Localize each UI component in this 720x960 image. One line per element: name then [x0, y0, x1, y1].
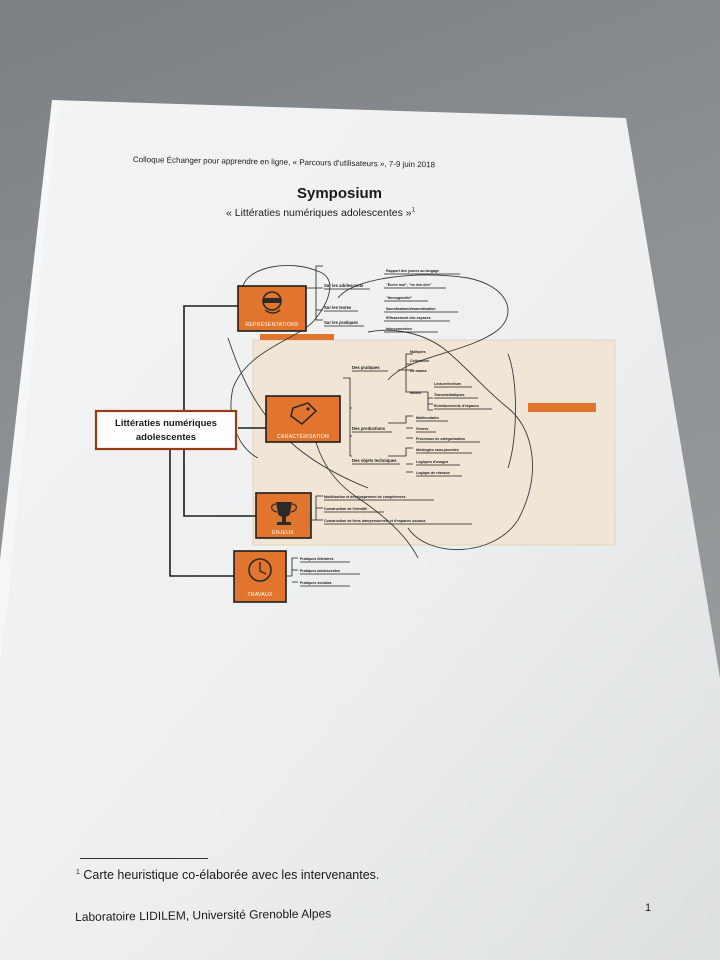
center-label-line2: adolescentes	[136, 432, 196, 443]
leaf-pratiques-adolescentes: Pratiques adolescentes	[300, 569, 340, 573]
category-label-caracterisation: CARACTÉRISATION	[277, 433, 329, 440]
leaf-ecrire-mal: "Écrire mal", "ne rien dire"	[386, 282, 432, 287]
category-label-travaux: TRAVAUX	[247, 592, 272, 598]
category-caracterisation: CARACTÉRISATION	[265, 395, 341, 443]
leaf-multiples: Multiples	[410, 350, 426, 354]
leaf-mixtes: Mixtes	[410, 391, 421, 395]
leaf-mobilisation: Mobilisation et développement de compéte…	[324, 495, 406, 499]
leaf-interconnexion: Interconnexion	[386, 327, 412, 331]
footnote-text: Carte heuristique co-élaborée avec les i…	[83, 868, 380, 882]
category-box	[265, 395, 341, 443]
page-subtitle: « Littératies numériques adolescentes »1	[226, 207, 415, 219]
category-label-enjeux: ENJEUX	[272, 530, 294, 536]
leaf-underlines	[300, 273, 492, 587]
leaf-logiques-usages: Logiques d'usages	[416, 460, 448, 464]
center-box	[94, 409, 238, 451]
leaf-multimodales: Multimodales	[416, 416, 439, 420]
footnote-rule	[80, 858, 208, 859]
branch-sur-pratiques: Sur les pratiques	[324, 320, 359, 325]
trophy-icon	[271, 502, 297, 525]
branch-sur-textes: Sur les textes	[324, 305, 352, 310]
branch-des-productions: Des productions	[352, 426, 386, 431]
subtitle-text: « Littératies numériques adolescentes »	[226, 207, 412, 219]
panel-tag	[260, 334, 334, 340]
leaf-homogeneite: "Homogénéité"	[386, 296, 412, 300]
center-label-line1: Littératies numériques	[115, 418, 217, 429]
center-node: Littératies numériques adolescentes	[94, 409, 238, 451]
leaf-sacralisation: Sacralisation/désacralisation	[386, 307, 436, 311]
category-travaux: TRAVAUX	[233, 550, 287, 603]
leaf-pratiques-litteraires: Pratiques littéraires	[300, 557, 334, 561]
clock-icon	[248, 558, 272, 582]
tag-icon	[290, 402, 318, 426]
leaf-ideologies: Idéologies sous-jacentes	[416, 448, 459, 452]
mind-map: REPRÉSENTATIONS CARACTÉRISATION ENJEUX	[94, 264, 616, 603]
leaf-transmediatiques: Transmédiatiques	[434, 393, 465, 397]
branch-sur-adolescents: Sur les adolescents	[324, 283, 364, 288]
page-title: Symposium	[297, 185, 383, 202]
leaf-genres: Genres	[416, 427, 428, 431]
leaf-entrelacements: Entrelacements d'espaces	[434, 404, 479, 408]
category-enjeux: ENJEUX	[255, 492, 312, 539]
sub-connectors	[286, 265, 433, 583]
leaf-construction-identite: Construction de l'identité	[324, 507, 367, 511]
leaf-processus: Processus de catégorisation	[416, 437, 465, 441]
leaf-lecture-ecriture: Lecture/écriture	[434, 382, 461, 386]
category-representations: REPRÉSENTATIONS	[237, 285, 307, 332]
page-number: 1	[645, 902, 652, 914]
footnote-reference: 1	[411, 207, 415, 214]
branch-des-objets: Des objets techniques	[352, 458, 397, 463]
leaf-construction-liens: Construction de liens interpersonnels et…	[324, 519, 426, 523]
leaf-de-masse: De masse	[410, 369, 427, 373]
leaf-logique-reseaux: Logique de réseaux	[416, 471, 450, 475]
category-label-representations: REPRÉSENTATIONS	[245, 321, 299, 328]
leaf-pratiques-sociales: Pratiques sociales	[300, 581, 332, 585]
branch-des-pratiques: Des pratiques	[352, 365, 380, 370]
leaf-collectives: Collectives	[410, 359, 429, 363]
footnote-marker: 1	[76, 868, 80, 876]
footnote: 1 Carte heuristique co-élaborée avec les…	[76, 868, 379, 882]
side-tag	[528, 403, 596, 412]
leaf-efficacement: Efficacement des espaces	[386, 316, 431, 320]
masked-face-icon	[262, 291, 282, 314]
leaf-rapport-langage: Rapport des jeunes au langage	[386, 269, 439, 273]
